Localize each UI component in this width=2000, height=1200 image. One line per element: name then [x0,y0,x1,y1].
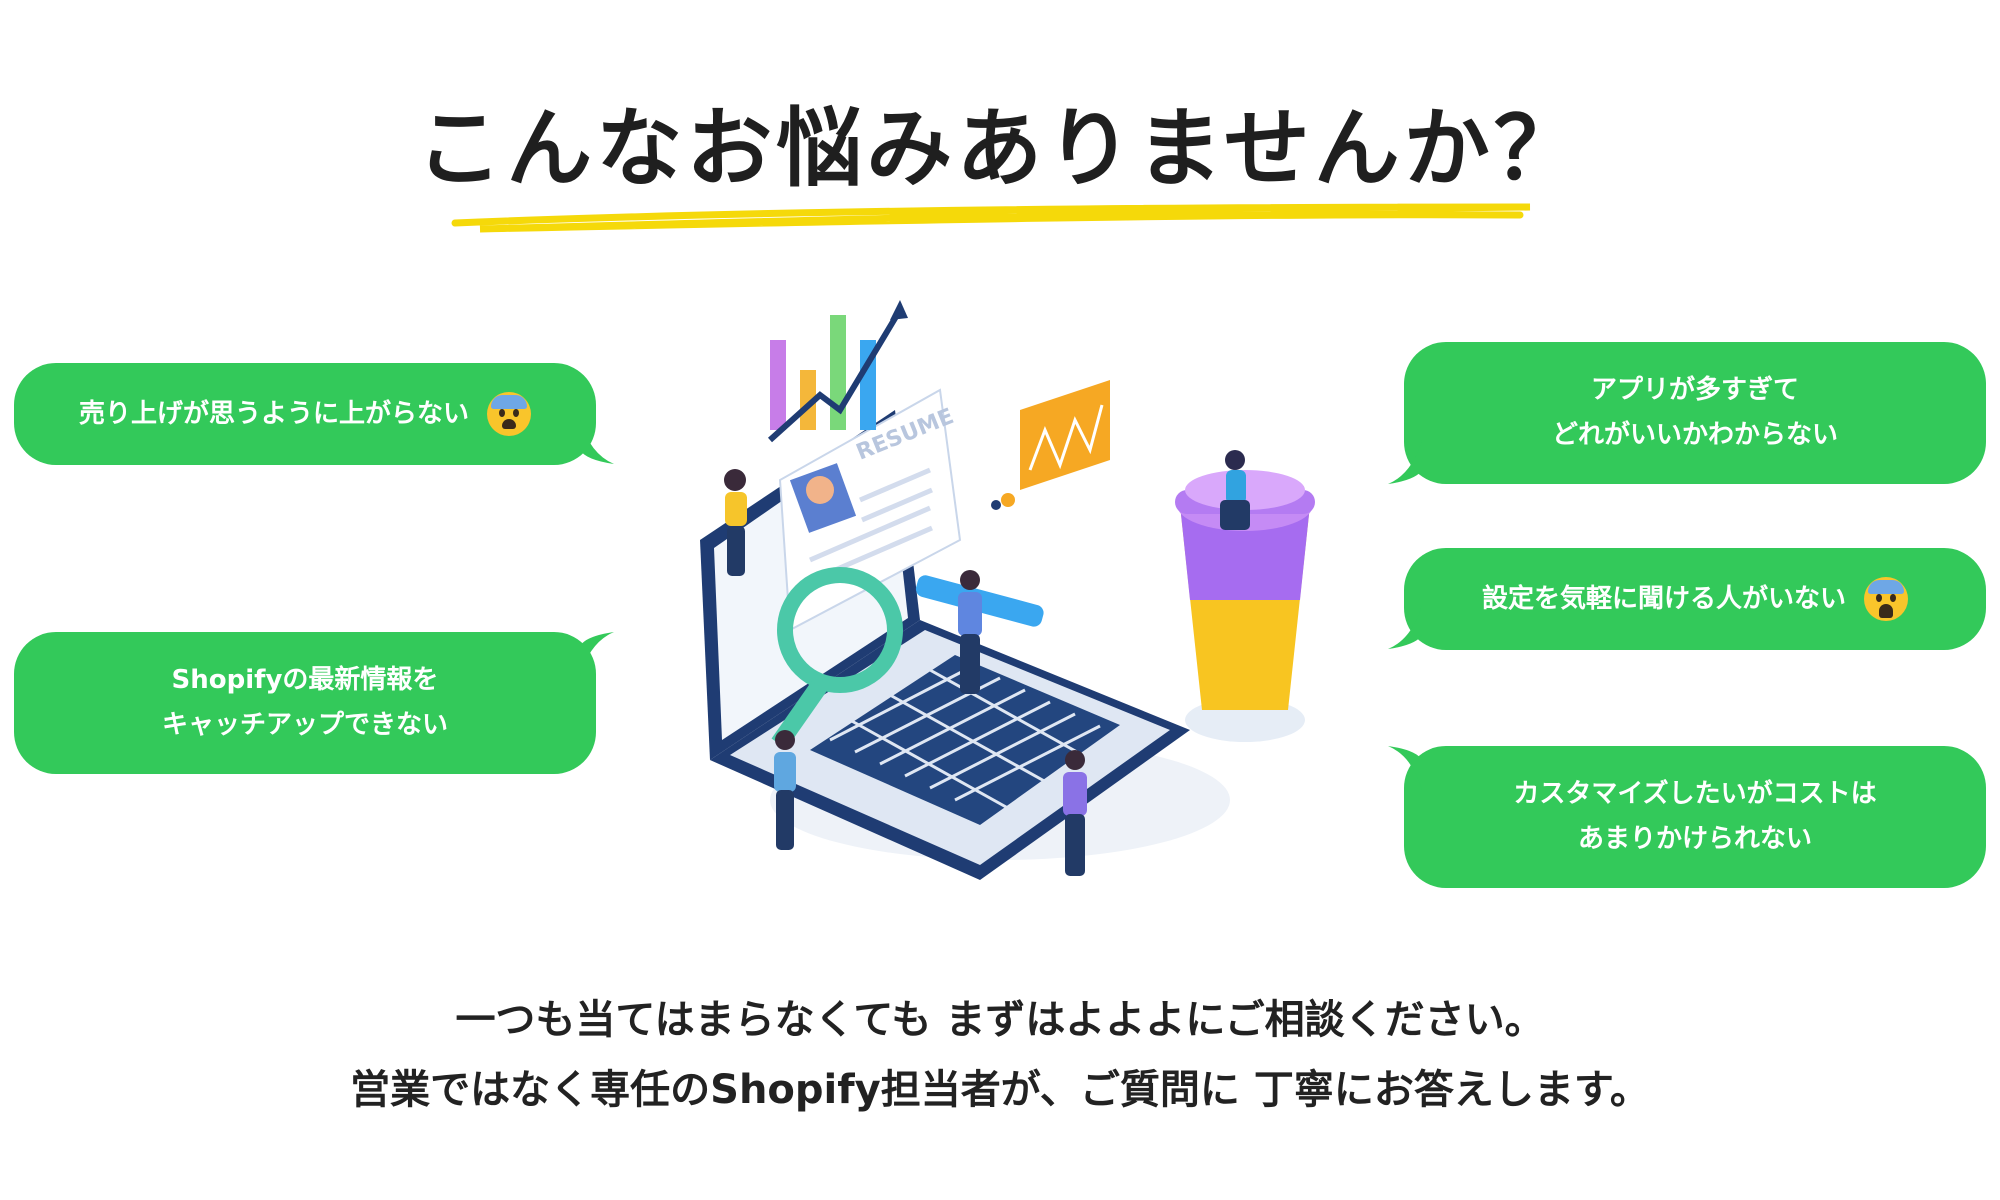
bubble-tail [580,420,614,464]
person-with-pencil [958,570,982,694]
concern-bubble-settings: 設定を気軽に聞ける人がいない [1404,548,1986,650]
title-underline [451,203,1531,233]
closing-message: 一つも当てはまらなくても まずはよよよにご相談ください。 営業ではなく専任のSh… [0,985,2000,1125]
concern-text: Shopifyの最新情報を キャッチアップできない [161,665,448,740]
bubble-tail [1388,746,1422,790]
person-on-cup [1220,450,1250,530]
concern-text: カスタマイズしたいがコストは あまりかけられない [1513,779,1877,854]
concern-bubble-sales: 売り上げが思うように上がらない [14,363,596,465]
bubble-tail [1388,605,1422,649]
concern-text: 売り上げが思うように上がらない [78,398,469,429]
concern-text: 設定を気軽に聞ける人がいない [1481,583,1846,614]
bubble-tail [580,632,614,676]
person-on-laptop [724,469,747,576]
concern-bubble-customize: カスタマイズしたいがコストは あまりかけられない [1404,746,1986,888]
closing-line-2: 営業ではなく専任のShopify担当者が、ご質問に 丁寧にお答えします。 [350,1067,1650,1113]
page-title: こんなお悩みありませんか？ [416,99,1584,199]
person-standing [1063,750,1087,876]
screaming-face-icon [1864,577,1908,621]
anxious-face-icon [487,392,531,436]
person-with-magnifier [774,730,796,850]
concern-text: アプリが多すぎて どれがいいかわからない [1551,375,1838,450]
closing-line-1: 一つも当てはまらなくても まずはよよよにご相談ください。 [455,997,1545,1043]
concern-bubble-shopify-info: Shopifyの最新情報を キャッチアップできない [14,632,596,774]
laptop-illustration: RESUME [700,300,1315,880]
concern-bubble-apps: アプリが多すぎて どれがいいかわからない [1404,342,1986,484]
bubble-tail [1388,440,1422,484]
